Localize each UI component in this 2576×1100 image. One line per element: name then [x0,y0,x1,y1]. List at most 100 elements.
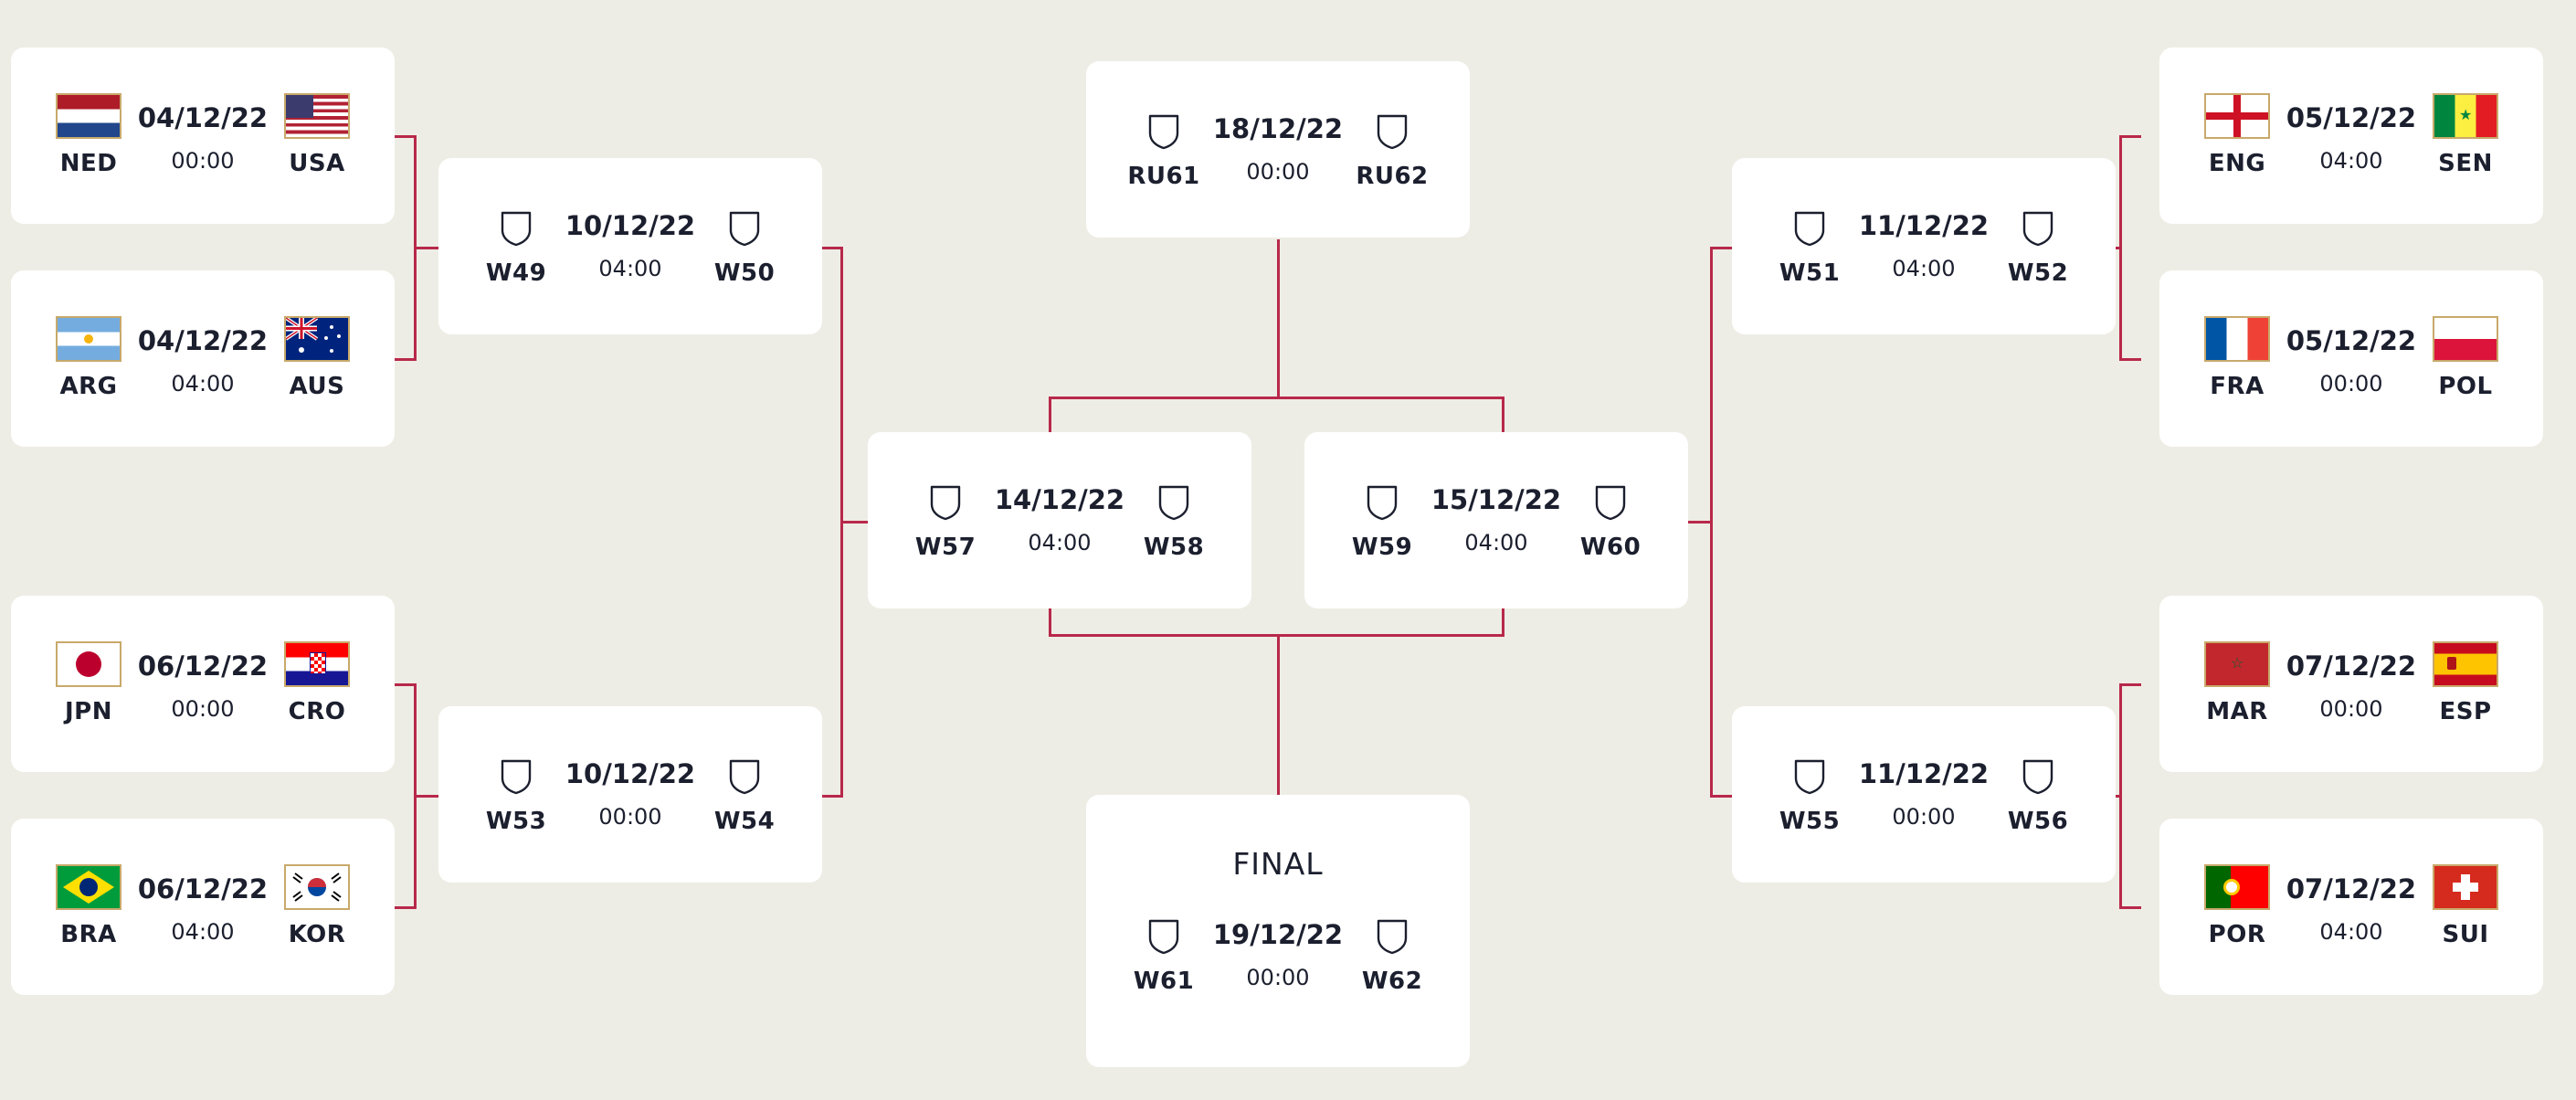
match-card-sf-w59-w60[interactable]: W59 15/12/22 04:00 W60 [1304,432,1688,608]
team-code: NED [59,150,118,177]
team-code: W61 [1133,968,1195,995]
team-home: W59 [1332,484,1432,561]
match-time: 07/12/22 04:00 [2159,873,2543,945]
team-home: FRA [2187,316,2287,400]
team-code: RU61 [1127,163,1200,190]
shield-icon [728,210,761,247]
brazil-flag-icon [56,864,121,910]
portugal-flag-icon [2204,864,2270,910]
team-away: W62 [1342,918,1442,995]
australia-flag-icon [284,316,350,362]
team-away: W58 [1124,484,1224,561]
match-date: 05/12/22 [2286,325,2417,356]
kickoff-time: 00:00 [2319,696,2383,722]
spain-flag-icon [2433,641,2498,687]
team-home: NED [38,93,139,177]
kickoff-time: 04:00 [2319,148,2383,174]
match-card-qf-w55-w56[interactable]: W55 11/12/22 00:00 W56 [1732,706,2116,883]
switzerland-flag-icon [2433,864,2498,910]
team-code: W55 [1779,808,1841,835]
match-card-r16-arg-aus[interactable]: ARG 04/12/22 04:00 AUS [11,270,395,447]
match-card-sf-w57-w58[interactable]: W57 14/12/22 04:00 W58 [868,432,1251,608]
team-code: W53 [485,808,547,835]
match-time: 05/12/22 04:00 [2159,102,2543,174]
match-date: 06/12/22 [137,873,269,904]
match-time: 11/12/22 04:00 [1732,210,2116,281]
kickoff-time: 00:00 [171,696,235,722]
team-home: JPN [38,641,139,725]
team-away: W56 [1988,758,2088,835]
match-date: 15/12/22 [1431,484,1562,515]
usa-flag-icon [284,93,350,139]
team-code: W57 [914,534,977,561]
team-code: SUI [2442,921,2489,948]
team-away: W54 [694,758,795,835]
match-card-final[interactable]: FINAL W61 19/12/22 00:00 W62 [1086,795,1470,1067]
match-date: 04/12/22 [137,102,269,133]
team-home: W51 [1759,210,1860,287]
team-away: W60 [1560,484,1661,561]
match-card-r16-mar-esp[interactable]: ☆ MAR 07/12/22 00:00 ESP [2159,596,2543,772]
team-away: POL [2415,316,2516,400]
match-date: 10/12/22 [565,758,696,789]
match-time: 05/12/22 00:00 [2159,325,2543,397]
match-card-qf-w49-w50[interactable]: W49 10/12/22 04:00 W50 [438,158,822,334]
team-code: W56 [2007,808,2069,835]
match-date: 05/12/22 [2286,102,2417,133]
team-home: W53 [466,758,566,835]
kickoff-time: 04:00 [171,371,235,397]
match-date: 11/12/22 [1858,758,1990,789]
croatia-flag-icon [284,641,350,687]
team-code: AUS [289,373,345,400]
match-time: 15/12/22 04:00 [1304,484,1688,555]
team-code: POL [2438,373,2493,400]
team-code: W59 [1351,534,1413,561]
team-away: RU62 [1342,113,1442,190]
match-card-r16-por-sui[interactable]: POR 07/12/22 04:00 SUI [2159,819,2543,995]
team-code: KOR [288,921,346,948]
netherlands-flag-icon [56,93,121,139]
team-home: ☆ MAR [2187,641,2287,725]
match-date: 04/12/22 [137,325,269,356]
shield-icon [1594,484,1627,521]
match-date: 14/12/22 [994,484,1125,515]
team-away: SUI [2415,864,2516,948]
shield-icon [1157,484,1190,521]
team-code: FRA [2210,373,2265,400]
match-card-r16-fra-pol[interactable]: FRA 05/12/22 00:00 POL [2159,270,2543,447]
team-code: USA [289,150,345,177]
match-date: 07/12/22 [2286,873,2417,904]
team-code: W62 [1361,968,1423,995]
match-card-r16-jpn-cro[interactable]: JPN 06/12/22 00:00 CRO [11,596,395,772]
match-time: 10/12/22 00:00 [438,758,822,830]
team-home: RU61 [1114,113,1214,190]
final-title: FINAL [1232,846,1324,882]
shield-icon [728,758,761,795]
match-time: 14/12/22 04:00 [868,484,1251,555]
team-code: ARG [59,373,118,400]
team-away: ★ SEN [2415,93,2516,177]
kickoff-time: 00:00 [598,804,662,830]
kickoff-time: 00:00 [1246,159,1310,185]
match-card-r16-ned-usa[interactable]: NED 04/12/22 00:00 USA [11,48,395,224]
match-card-qf-w53-w54[interactable]: W53 10/12/22 00:00 W54 [438,706,822,883]
shield-icon [2022,210,2054,247]
team-away: CRO [267,641,367,725]
match-time: 19/12/22 00:00 [1086,919,1470,990]
morocco-flag-icon: ☆ [2204,641,2270,687]
team-code: W60 [1579,534,1642,561]
team-code: W54 [713,808,776,835]
team-away: AUS [267,316,367,400]
team-away: USA [267,93,367,177]
team-home: ARG [38,316,139,400]
team-code: CRO [288,698,346,725]
kickoff-time: 00:00 [1246,965,1310,990]
match-card-r16-eng-sen[interactable]: ENG 05/12/22 04:00 ★ SEN [2159,48,2543,224]
team-code: W49 [485,259,547,287]
match-card-qf-w51-w52[interactable]: W51 11/12/22 04:00 W52 [1732,158,2116,334]
match-card-r16-bra-kor[interactable]: BRA 06/12/22 04:00 KOR [11,819,395,995]
kickoff-time: 04:00 [1028,530,1092,555]
japan-flag-icon [56,641,121,687]
match-card-third-place[interactable]: RU61 18/12/22 00:00 RU62 [1086,61,1470,238]
team-code: MAR [2206,698,2268,725]
